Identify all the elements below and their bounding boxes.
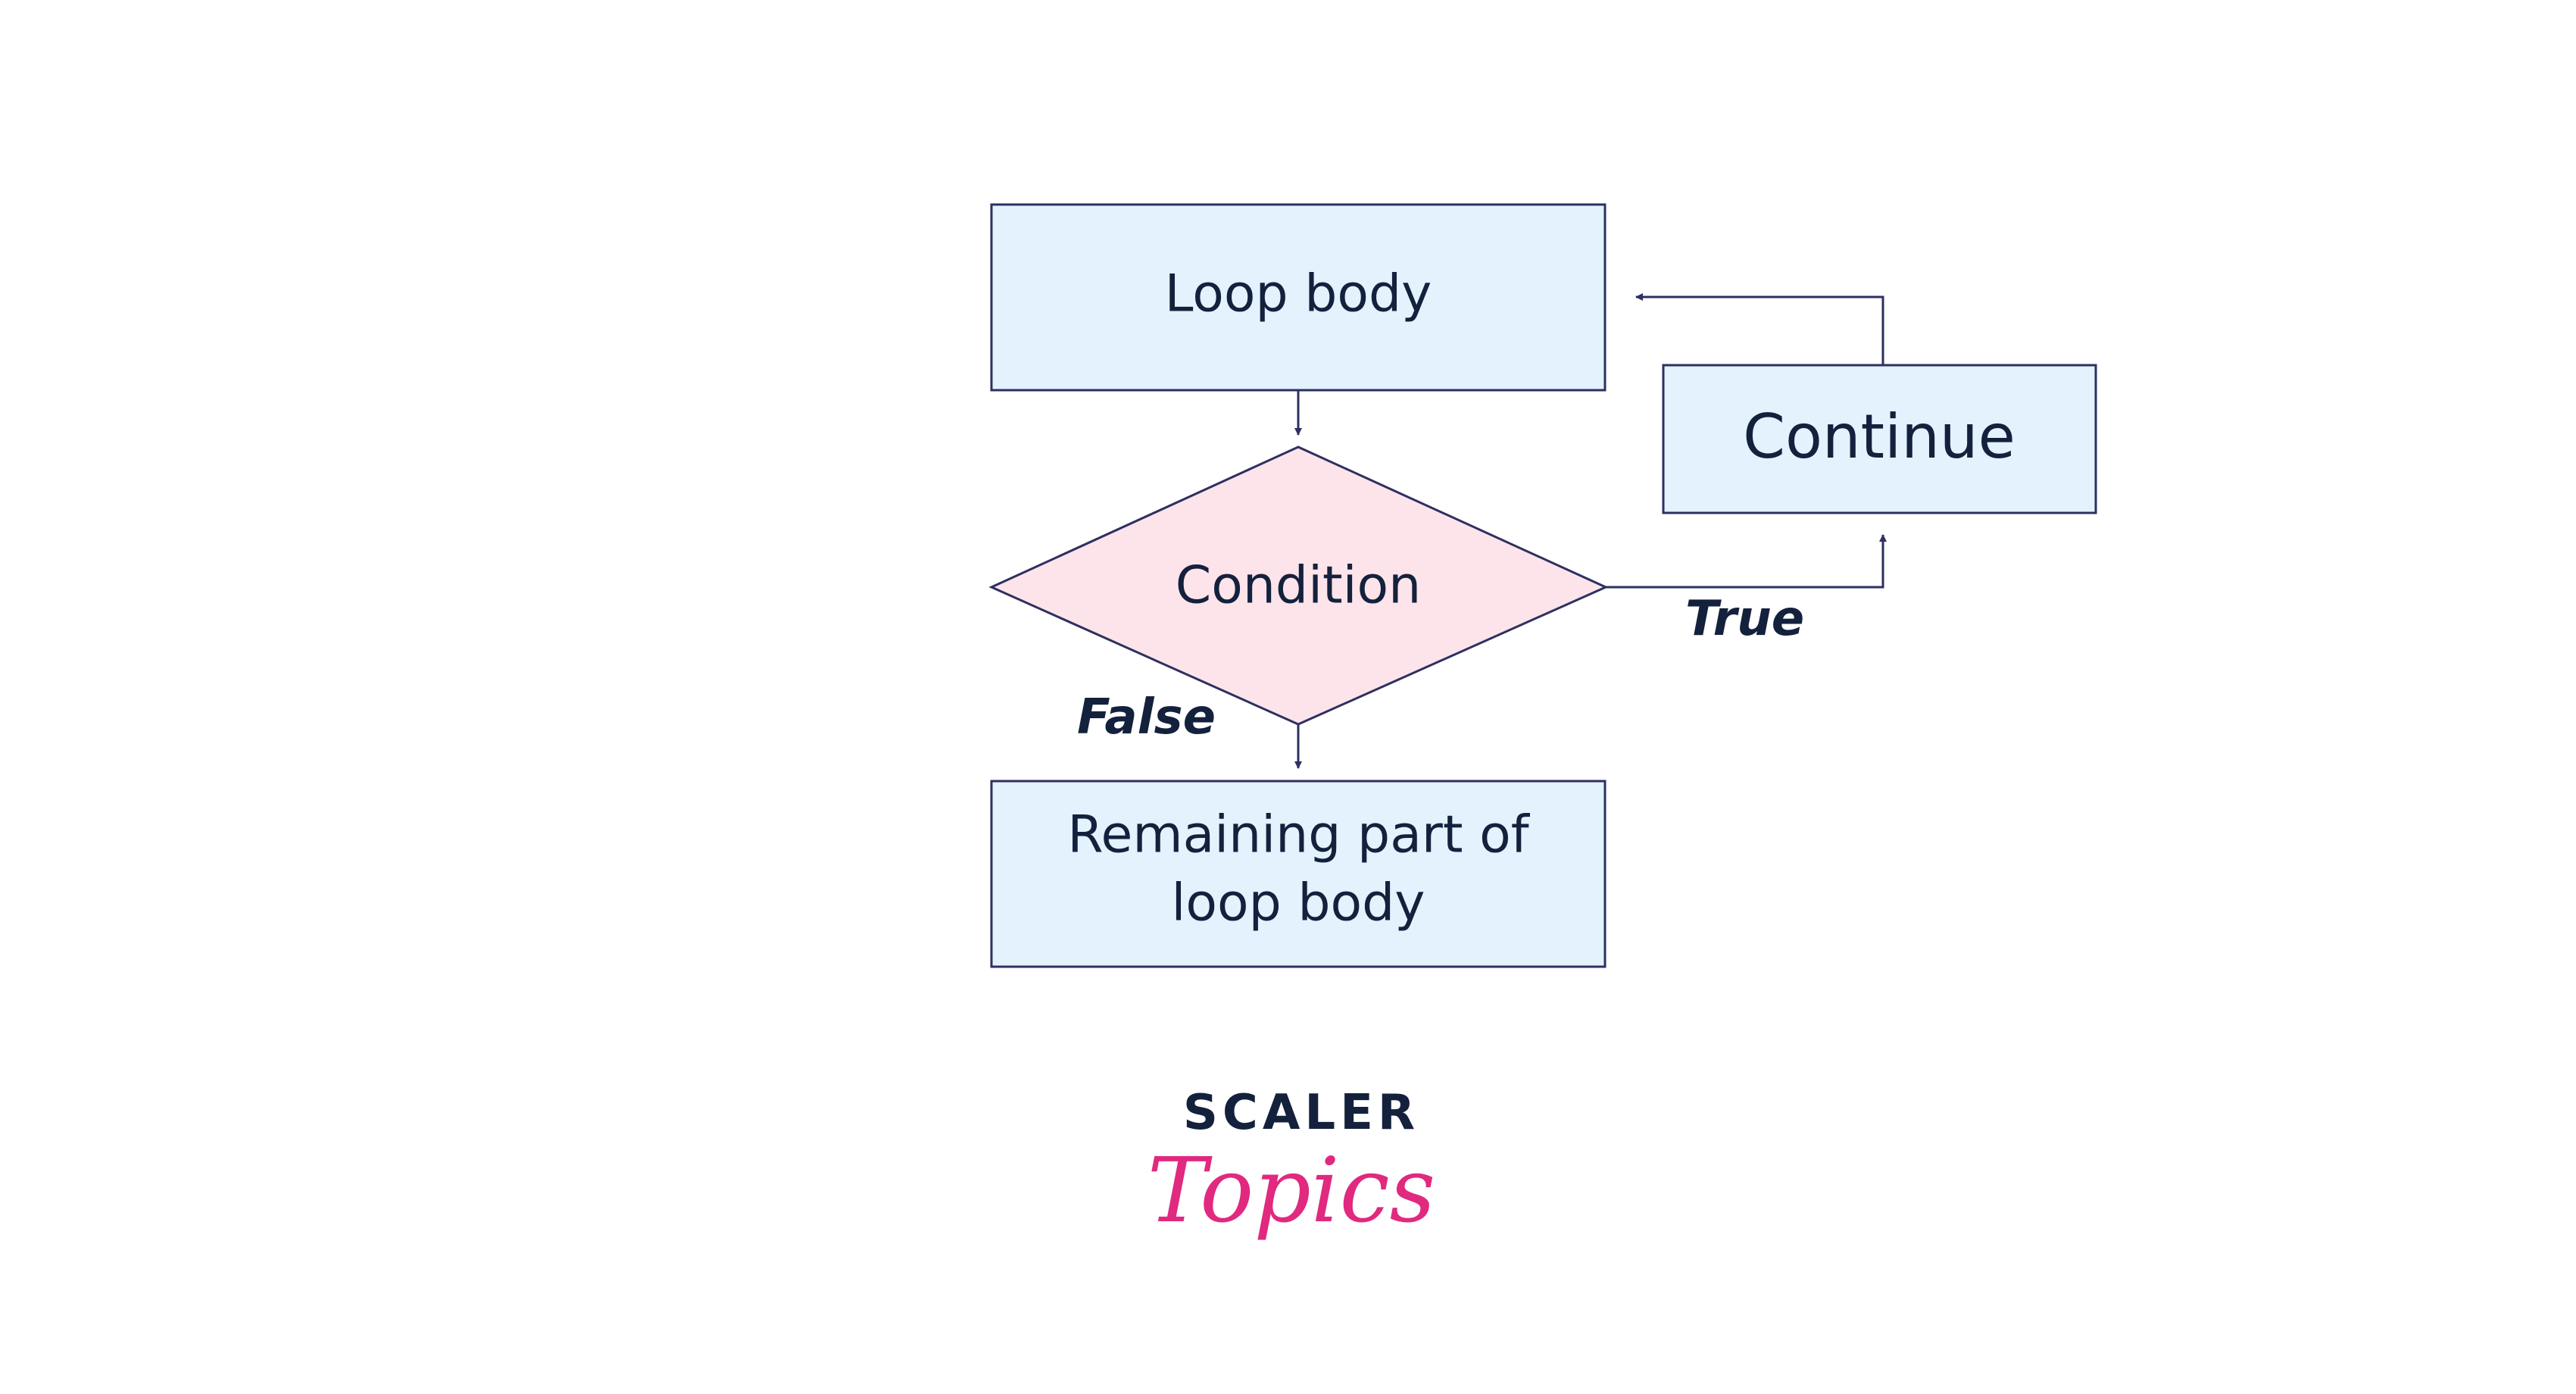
loop-body-box (990, 203, 1606, 392)
continue-label: Continue (1743, 402, 2016, 472)
continue-box (1662, 364, 2097, 514)
condition-label: Condition (1176, 556, 1422, 616)
scaler-topics-logo: SCALER Topics (1147, 1085, 1436, 1242)
logo-topics-text: Topics (1147, 1138, 1436, 1242)
condition-node: Condition (988, 445, 1609, 726)
remaining-label-line-1: Remaining part of (1067, 805, 1530, 865)
arrow-true-to-continue (1606, 534, 1887, 589)
loop-body-node: Loop body (990, 203, 1606, 392)
remaining-node: Remaining part of loop body (990, 780, 1606, 968)
false-label: False (1077, 689, 1216, 745)
logo-scaler-text: SCALER (1183, 1085, 1419, 1141)
continue-node: Continue (1662, 364, 2097, 514)
remaining-label-line-2: loop body (1171, 874, 1425, 933)
true-label: True (1685, 591, 1804, 647)
arrow-continue-to-loop-body (1635, 293, 1884, 365)
loop-body-label: Loop body (1165, 264, 1432, 324)
remaining-box (990, 780, 1606, 968)
